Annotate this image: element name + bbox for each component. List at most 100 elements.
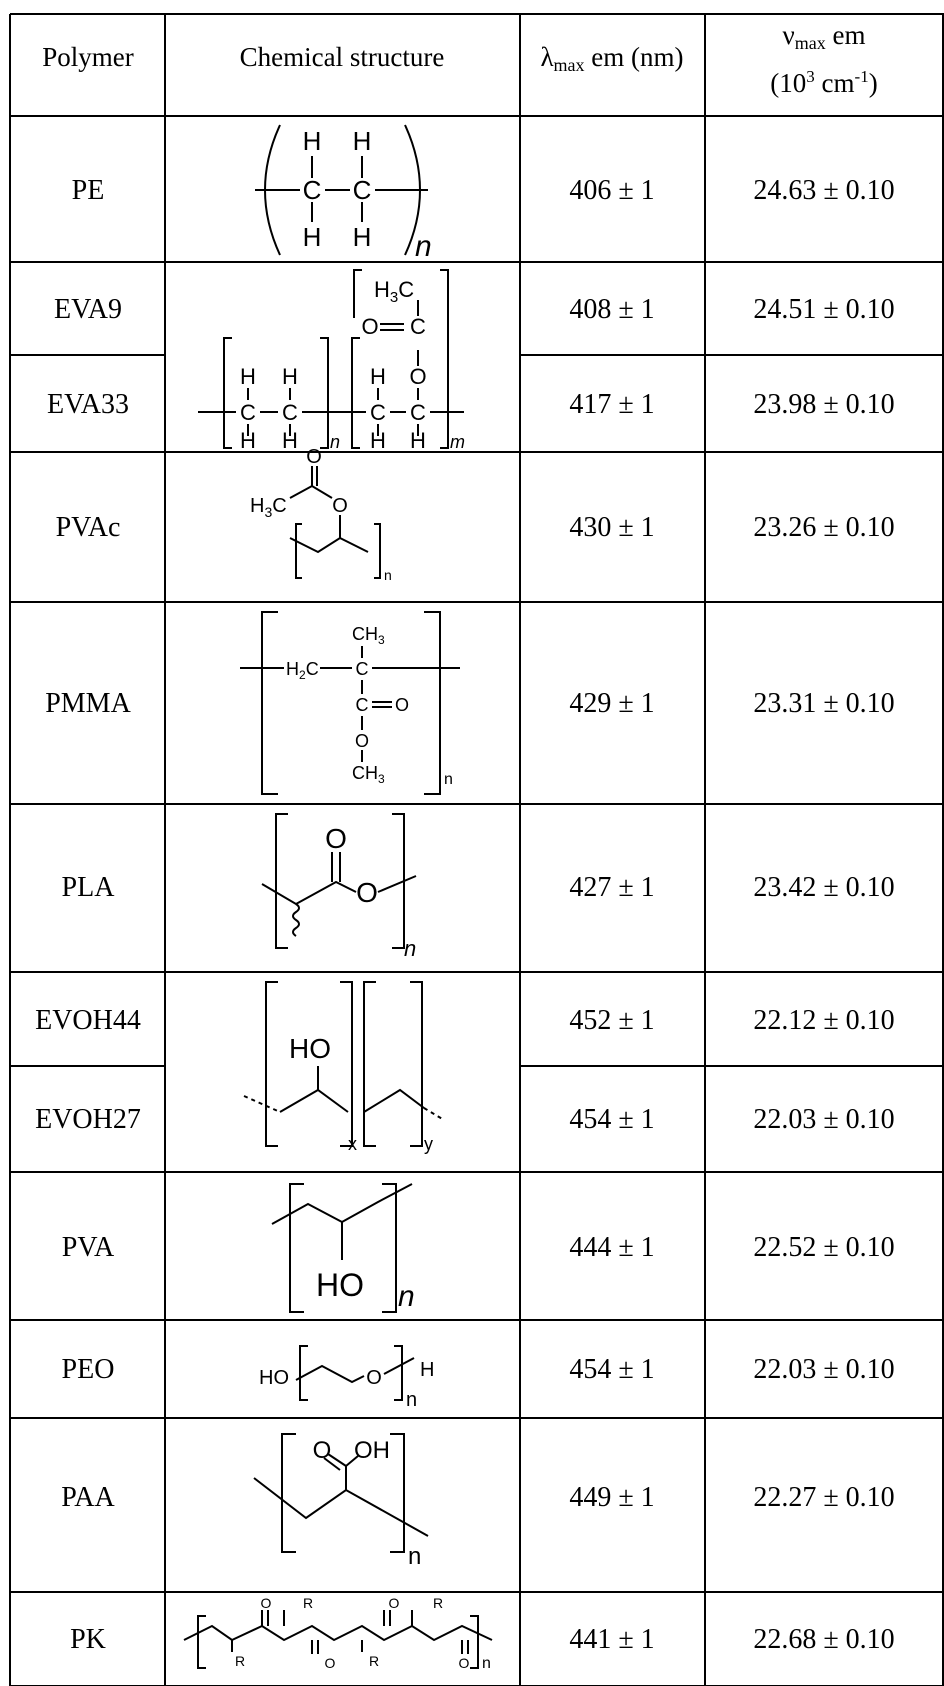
svg-text:H: H bbox=[410, 428, 426, 453]
svg-text:n: n bbox=[482, 1655, 491, 1672]
cell-nu: 24.51 ± 0.10 bbox=[753, 294, 894, 325]
header-nu: νmax em bbox=[783, 20, 866, 53]
cell-nu: 22.03 ± 0.10 bbox=[753, 1104, 894, 1135]
svg-text:O: O bbox=[366, 1367, 382, 1389]
svg-text:n: n bbox=[408, 1543, 421, 1570]
cell-lambda: 427 ± 1 bbox=[569, 872, 654, 903]
cell-nu: 22.12 ± 0.10 bbox=[753, 1005, 894, 1036]
cell-lambda: 430 ± 1 bbox=[569, 512, 654, 543]
header-lambda: λmax em (nm) bbox=[540, 42, 683, 75]
table-row: EVA9 408 ± 1 24.51 ± 0.10 bbox=[54, 294, 895, 325]
svg-text:C: C bbox=[303, 175, 322, 205]
cell-polymer: PEO bbox=[62, 1354, 115, 1385]
table-row: EVA33 417 ± 1 23.98 ± 0.10 bbox=[47, 389, 895, 420]
cell-lambda: 449 ± 1 bbox=[569, 1482, 654, 1513]
table-header: Polymer Chemical structure λmax em (nm) … bbox=[42, 20, 877, 98]
structure-pla: O O n bbox=[261, 813, 417, 961]
svg-text:O: O bbox=[389, 1595, 400, 1611]
label-h3c: H3C bbox=[250, 495, 287, 520]
cell-lambda: 429 ± 1 bbox=[569, 688, 654, 719]
svg-text:O: O bbox=[459, 1655, 470, 1671]
svg-text:O: O bbox=[356, 877, 378, 908]
cell-polymer: EVOH27 bbox=[35, 1104, 141, 1135]
svg-text:H: H bbox=[353, 222, 372, 252]
svg-text:O: O bbox=[409, 364, 426, 389]
svg-text:y: y bbox=[424, 1134, 433, 1154]
cell-nu: 23.98 ± 0.10 bbox=[753, 389, 894, 420]
table-row: EVOH44 452 ± 1 22.12 ± 0.10 bbox=[35, 1005, 895, 1036]
cell-polymer: EVA33 bbox=[47, 389, 129, 420]
svg-text:n: n bbox=[444, 771, 453, 788]
cell-polymer: PVAc bbox=[56, 512, 121, 543]
cell-polymer: PAA bbox=[61, 1482, 115, 1513]
table-row: PVA 444 ± 1 22.52 ± 0.10 bbox=[62, 1232, 895, 1263]
svg-text:O: O bbox=[325, 1655, 336, 1671]
cell-lambda: 406 ± 1 bbox=[569, 175, 654, 206]
svg-text:n: n bbox=[415, 230, 432, 263]
cell-lambda: 452 ± 1 bbox=[569, 1005, 654, 1036]
structure-eva: H H C C H H H O C C H H O C H3C n m bbox=[198, 269, 465, 453]
svg-text:C: C bbox=[410, 314, 426, 339]
label-h3c: H3C bbox=[374, 277, 414, 306]
structure-pmma: H2C C CH3 C O O CH3 n bbox=[240, 611, 460, 795]
svg-text:H: H bbox=[240, 364, 256, 389]
svg-text:H: H bbox=[240, 428, 256, 453]
svg-text:C: C bbox=[356, 695, 369, 715]
cell-lambda: 454 ± 1 bbox=[569, 1354, 654, 1385]
cell-polymer: PE bbox=[72, 175, 105, 206]
table-row: EVOH27 454 ± 1 22.03 ± 0.10 bbox=[35, 1104, 895, 1135]
cell-lambda: 444 ± 1 bbox=[569, 1232, 654, 1263]
svg-text:H: H bbox=[303, 126, 322, 156]
svg-text:R: R bbox=[235, 1653, 245, 1669]
structure-pe: H H C C H H n bbox=[255, 124, 432, 263]
cell-nu: 23.42 ± 0.10 bbox=[753, 872, 894, 903]
svg-text:H: H bbox=[370, 364, 386, 389]
svg-text:HO: HO bbox=[259, 1367, 289, 1389]
cell-polymer: EVA9 bbox=[54, 294, 122, 325]
svg-text:n: n bbox=[398, 1280, 415, 1313]
svg-text:n: n bbox=[330, 432, 340, 452]
label-h2c: H2C bbox=[286, 659, 319, 682]
structure-pk: O R O R R O R O n bbox=[183, 1595, 493, 1672]
svg-text:R: R bbox=[433, 1595, 443, 1611]
label-ch3: CH3 bbox=[352, 624, 385, 647]
svg-text:m: m bbox=[450, 432, 465, 452]
cell-nu: 24.63 ± 0.10 bbox=[753, 175, 894, 206]
svg-text:n: n bbox=[384, 567, 392, 583]
cell-nu: 22.68 ± 0.10 bbox=[753, 1624, 894, 1655]
table-grid bbox=[9, 13, 944, 1686]
structure-evoh: HO x y bbox=[243, 981, 445, 1154]
cell-polymer: PMMA bbox=[45, 688, 131, 719]
cell-lambda: 454 ± 1 bbox=[569, 1104, 654, 1135]
cell-polymer: PLA bbox=[62, 872, 116, 903]
svg-text:O: O bbox=[332, 495, 348, 517]
table-row: PE 406 ± 1 24.63 ± 0.10 bbox=[72, 175, 895, 206]
svg-text:C: C bbox=[282, 400, 298, 425]
cell-nu: 22.03 ± 0.10 bbox=[753, 1354, 894, 1385]
cell-nu: 22.27 ± 0.10 bbox=[753, 1482, 894, 1513]
cell-nu: 23.26 ± 0.10 bbox=[753, 512, 894, 543]
svg-text:H: H bbox=[282, 428, 298, 453]
svg-text:C: C bbox=[410, 400, 426, 425]
svg-text:H: H bbox=[303, 222, 322, 252]
svg-text:C: C bbox=[370, 400, 386, 425]
svg-text:C: C bbox=[356, 659, 369, 679]
structure-peo: HO O H n bbox=[259, 1345, 434, 1411]
cell-polymer: PVA bbox=[62, 1232, 115, 1263]
svg-text:x: x bbox=[348, 1134, 357, 1154]
structure-pva: HO n bbox=[271, 1183, 415, 1313]
header-polymer: Polymer bbox=[42, 42, 134, 72]
svg-text:R: R bbox=[303, 1595, 313, 1611]
cell-lambda: 408 ± 1 bbox=[569, 294, 654, 325]
header-structure: Chemical structure bbox=[240, 42, 445, 72]
table-row: PMMA 429 ± 1 23.31 ± 0.10 bbox=[45, 688, 894, 719]
cell-polymer: PK bbox=[70, 1624, 106, 1655]
structure-paa: O OH n bbox=[253, 1433, 429, 1570]
table-row: PEO 454 ± 1 22.03 ± 0.10 bbox=[62, 1354, 895, 1385]
svg-text:H: H bbox=[370, 428, 386, 453]
svg-text:H: H bbox=[353, 126, 372, 156]
table-row: PK 441 ± 1 22.68 ± 0.10 bbox=[70, 1624, 895, 1655]
svg-text:C: C bbox=[240, 400, 256, 425]
svg-text:H: H bbox=[282, 364, 298, 389]
